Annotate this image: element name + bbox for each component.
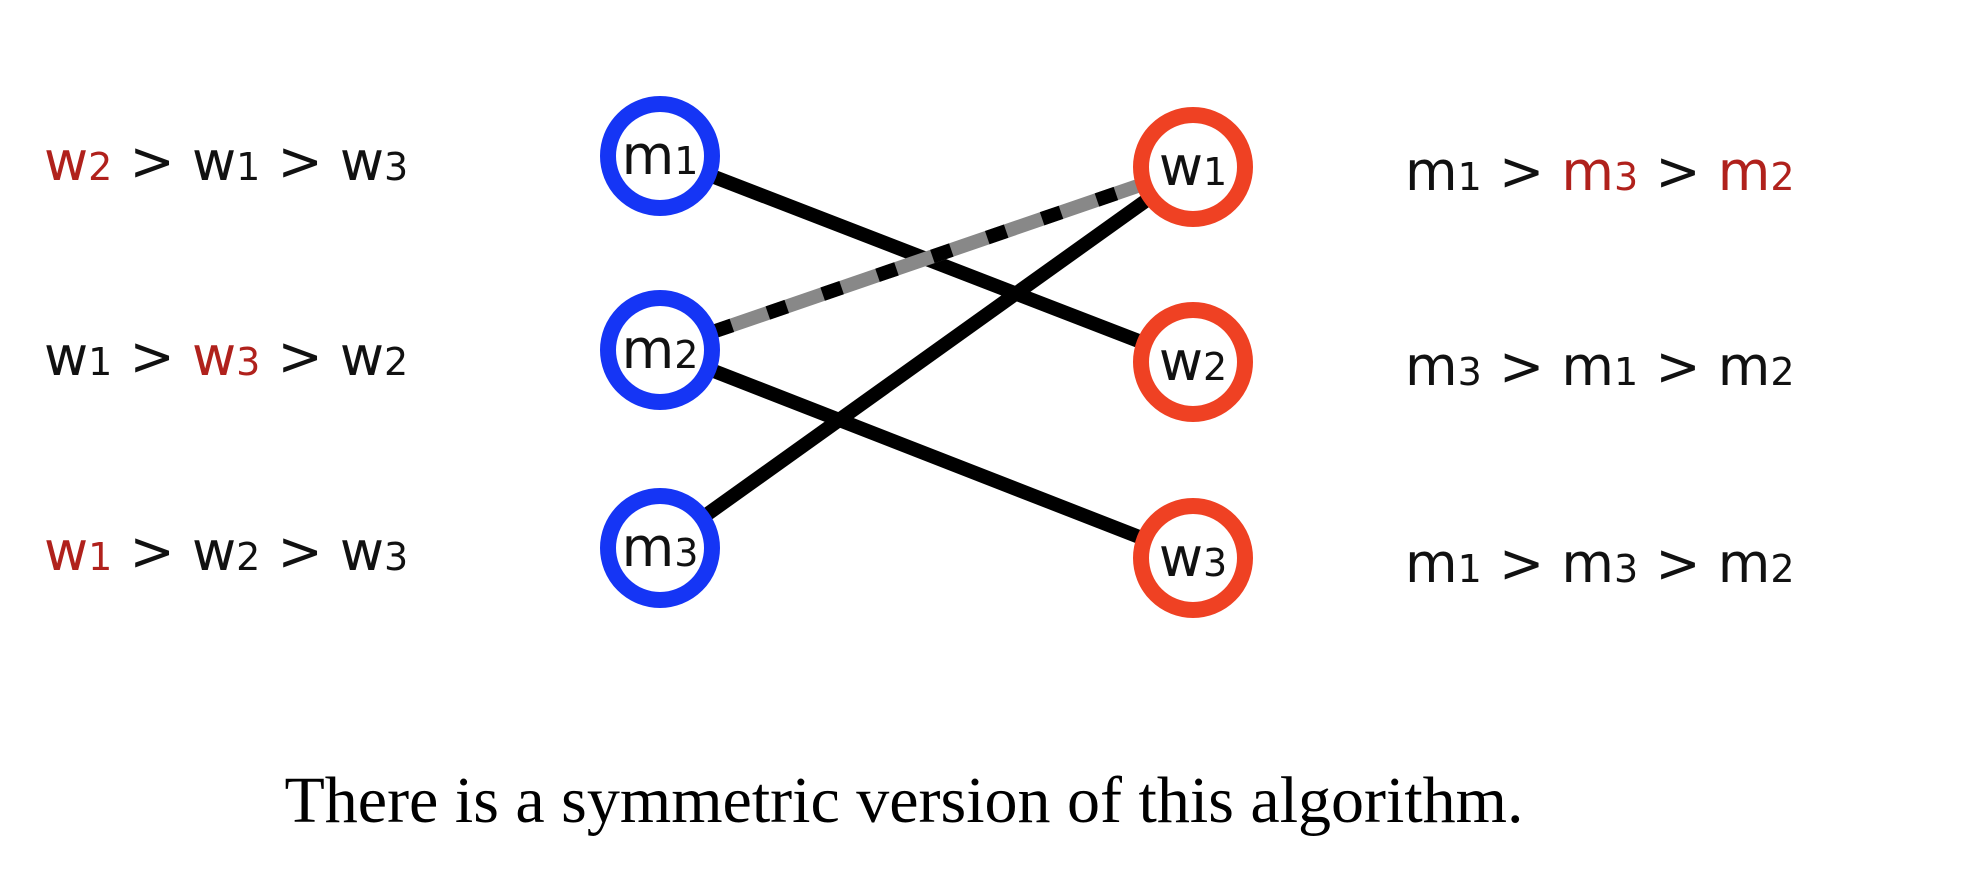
node-label-w3: w3 bbox=[1159, 526, 1227, 589]
caption: There is a symmetric version of this alg… bbox=[284, 764, 1524, 837]
woman-node-circle bbox=[1133, 107, 1253, 227]
edge-m2-w3 bbox=[709, 363, 1144, 545]
pref-list-m2: w1 > w3 > w2 bbox=[44, 325, 408, 388]
pref-list-m3: w1 > w2 > w3 bbox=[44, 520, 408, 583]
woman-node-circle bbox=[1133, 302, 1253, 422]
man-node-circle bbox=[600, 290, 720, 410]
edge-m2-w1-dashed bbox=[710, 178, 1143, 339]
node-m2: m2 bbox=[600, 290, 720, 410]
man-node-circle bbox=[600, 488, 720, 608]
node-w1: w1 bbox=[1133, 107, 1253, 227]
pref-list-m1: w2 > w1 > w3 bbox=[44, 130, 408, 193]
men-preference-lists: w2 > w1 > w3 w1 > w3 > w2 w1 > w2 > w3 bbox=[44, 130, 408, 583]
node-label-m3: m3 bbox=[622, 516, 699, 579]
pref-list-w2: m3 > m1 > m2 bbox=[1405, 335, 1795, 398]
woman-node-circle bbox=[1133, 498, 1253, 618]
node-label-w2: w2 bbox=[1159, 330, 1227, 393]
pref-list-w3: m1 > m3 > m2 bbox=[1405, 532, 1795, 595]
man-node-circle bbox=[600, 96, 720, 216]
nodes: m1 m2 m3 w1 w2 w3 bbox=[600, 96, 1253, 618]
node-label-m1: m1 bbox=[622, 124, 699, 187]
node-m3: m3 bbox=[600, 488, 720, 608]
edges bbox=[701, 169, 1152, 545]
edge-m3-w1 bbox=[701, 193, 1152, 522]
node-m1: m1 bbox=[600, 96, 720, 216]
node-w2: w2 bbox=[1133, 302, 1253, 422]
women-preference-lists: m1 > m3 > m2 m3 > m1 > m2 m1 > m3 > m2 bbox=[1405, 140, 1795, 595]
pref-list-w1: m1 > m3 > m2 bbox=[1405, 140, 1795, 203]
node-w3: w3 bbox=[1133, 498, 1253, 618]
node-label-w1: w1 bbox=[1159, 135, 1227, 198]
node-label-m2: m2 bbox=[622, 318, 699, 381]
